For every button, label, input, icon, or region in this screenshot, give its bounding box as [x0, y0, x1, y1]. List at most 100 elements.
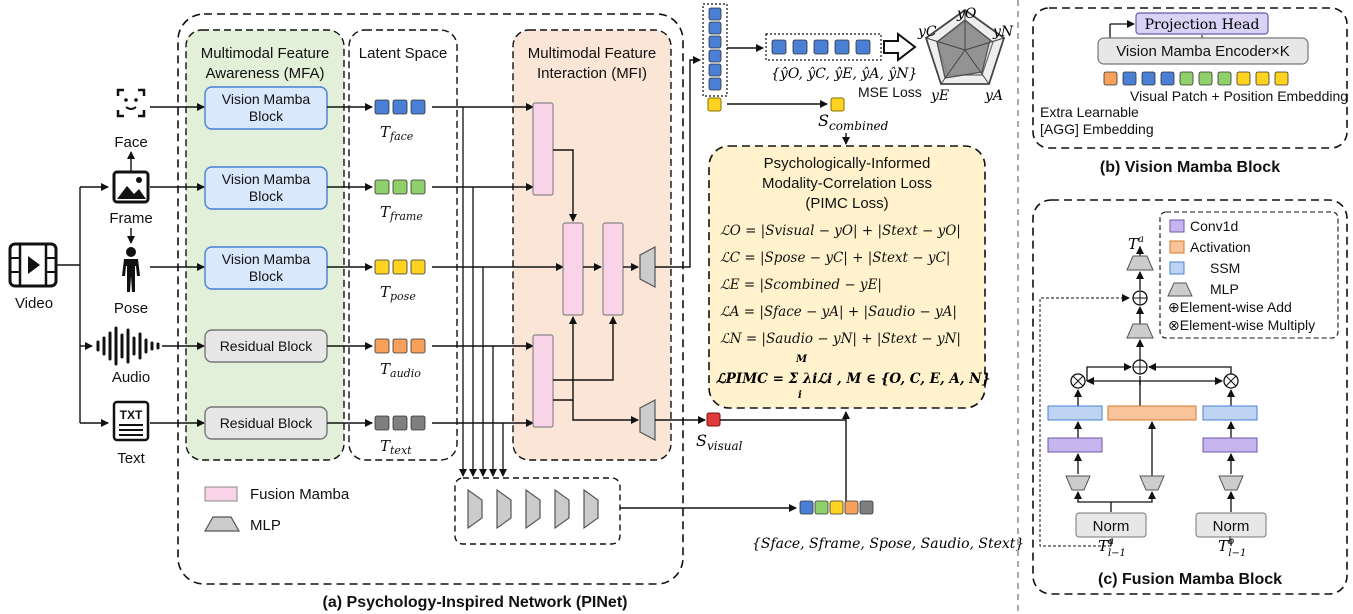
score-token-3 [829, 500, 844, 515]
legend-add-label: ⊕Element-wise Add [1168, 299, 1292, 315]
fusion-legend-box [1159, 211, 1339, 339]
legend-mul-label: ⊗Element-wise Multiply [1168, 317, 1315, 333]
patch-label: Visual Patch + Position Embedding [1130, 88, 1348, 104]
norm-left-label: Norm [1093, 518, 1130, 535]
score-token-2 [814, 500, 829, 515]
pimc-title-1: Psychologically-Informed [764, 155, 931, 172]
vision-mamba-block-face: Vision Mamba Block [204, 86, 328, 130]
patch-token-10 [1274, 71, 1289, 86]
fusion-mamba-4 [532, 334, 554, 428]
patch-token-7 [1217, 71, 1232, 86]
norm-right-label: Norm [1213, 518, 1250, 535]
caption-b: (b) Vision Mamba Block [1100, 159, 1280, 176]
t-out-label: Tal [1128, 234, 1144, 257]
predicted-score-set: {ŷO, ŷC, ŷE, ŷA, ŷN} [771, 65, 917, 82]
legend-mlp-c-label: MLP [1210, 281, 1239, 297]
svg-text:Vision Mamba: Vision Mamba [222, 251, 311, 267]
token-text-1 [374, 415, 390, 431]
vision-mamba-block-pose: Vision Mamba Block [204, 246, 328, 290]
predicted-score-token-3 [813, 39, 829, 55]
legend-act-swatch [1169, 240, 1185, 254]
mlp-head-2 [496, 488, 512, 530]
prediction-token-1 [708, 7, 722, 21]
extra-learnable-1: Extra Learnable [1040, 104, 1139, 120]
legend-conv-swatch [1169, 219, 1185, 233]
svg-text:Vision Mamba: Vision Mamba [222, 171, 311, 187]
combined-token-left [707, 97, 722, 112]
token-label-frame: Tframe [380, 203, 423, 223]
vision-mamba-encoder [1097, 37, 1309, 65]
token-pose-3 [410, 259, 426, 275]
mlp-mfi-top [639, 246, 656, 288]
combined-token-right [830, 97, 845, 112]
score-token-1 [799, 500, 814, 515]
svg-text:Block: Block [249, 108, 284, 124]
mfi-title-2: Interaction (MFI) [537, 65, 647, 82]
latent-space-title: Latent Space [359, 45, 447, 62]
prediction-token-3 [708, 35, 722, 49]
mse-loss-label: MSE Loss [858, 84, 922, 100]
predicted-scores-group [765, 33, 882, 61]
vision-mamba-panel [1032, 7, 1348, 149]
radar-chart [924, 8, 1006, 85]
token-pose-2 [392, 259, 408, 275]
score-set-label: {Sface, Sframe, Spose, Saudio, Stext} [752, 536, 1024, 552]
token-frame-3 [410, 179, 426, 195]
fusion-mlp-right [1218, 475, 1244, 491]
multiply-op-right [1223, 373, 1239, 389]
norm-right [1195, 512, 1267, 538]
prediction-token-4 [708, 49, 722, 63]
prediction-tokens-group [702, 3, 728, 97]
token-text-3 [410, 415, 426, 431]
token-text-2 [392, 415, 408, 431]
patch-token-3 [1141, 71, 1156, 86]
mfi-title-1: Multimodal Feature [528, 45, 656, 62]
residual-path [1039, 294, 1130, 547]
pimc-loss-box [708, 145, 986, 409]
pose-icon [122, 247, 140, 292]
s-combined-label: Scombined [818, 111, 889, 133]
patch-token-8 [1236, 71, 1251, 86]
fusion-mlp-center [1139, 475, 1165, 491]
patch-token-2 [1122, 71, 1137, 86]
svg-text:Residual Block: Residual Block [220, 415, 314, 431]
pimc-sum-top: M [795, 354, 808, 365]
fusion-mlp-top [1126, 255, 1154, 271]
predicted-score-token-1 [771, 39, 787, 55]
pimc-sum-bottom: i [798, 390, 802, 401]
frame-icon [112, 170, 150, 204]
conv1d-left [1047, 437, 1103, 453]
text-label: Text [117, 450, 145, 467]
prediction-token-5 [708, 63, 722, 77]
token-face-3 [410, 99, 426, 115]
legend-fusion-label: Fusion Mamba [250, 486, 350, 503]
text-icon-label: TXT [120, 408, 143, 422]
legend-act-label: Activation [1190, 239, 1251, 255]
mfa-title-1: Multimodal Feature [201, 45, 329, 62]
token-audio-1 [374, 338, 390, 354]
projection-head-label: Projection Head [1145, 17, 1260, 33]
s-visual-label: Svisual [696, 431, 743, 453]
vision-mamba-block-frame: Vision Mamba Block [204, 166, 328, 210]
fusion-mlp-mid [1126, 323, 1154, 339]
conv1d-right [1202, 437, 1258, 453]
mlp-mfi-bottom [639, 399, 656, 441]
legend-ssm-swatch [1169, 261, 1185, 275]
audio-label: Audio [112, 369, 150, 386]
score-token-5 [859, 500, 874, 515]
legend-conv-label: Conv1d [1190, 218, 1238, 234]
norm-left [1075, 512, 1147, 538]
pimc-eq-e: ℒE = |Scombined − yE| [720, 277, 882, 293]
mlp-group [454, 477, 621, 545]
fusion-mamba-panel [1032, 199, 1348, 595]
radar-label-n: yN [992, 24, 1014, 40]
ssm-left [1047, 405, 1103, 421]
legend-mlp-label: MLP [250, 517, 281, 534]
token-frame-2 [392, 179, 408, 195]
patch-token-9 [1255, 71, 1270, 86]
predicted-score-token-2 [792, 39, 808, 55]
score-token-4 [844, 500, 859, 515]
